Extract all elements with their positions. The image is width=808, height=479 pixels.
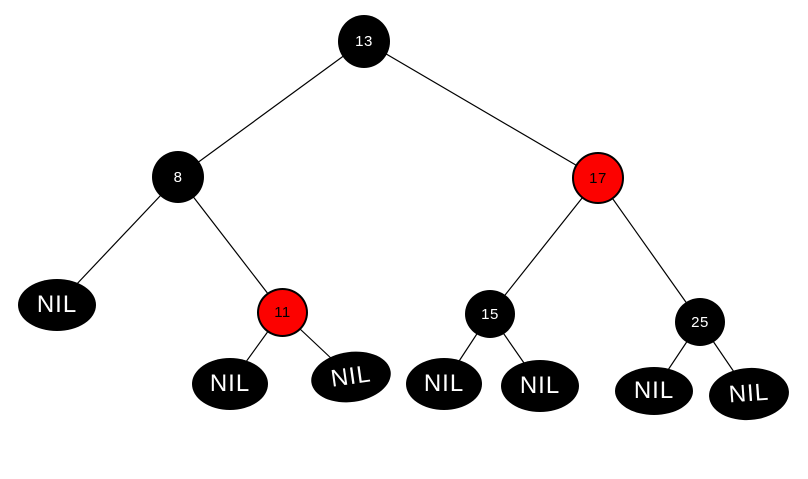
tree-node-11: 11 [257,288,308,337]
tree-node-15: 15 [465,290,515,338]
node-value-nil: NIL [519,372,561,399]
node-value-8: 8 [173,168,183,186]
node-value-13: 13 [355,33,373,50]
tree-node-17: 17 [572,152,624,204]
tree-node-nil-right-of-15: NIL [501,360,579,412]
tree-node-8: 8 [152,151,204,203]
node-value-11: 11 [274,304,291,321]
node-value-nil: NIL [423,370,465,397]
edge-8-11 [177,176,283,313]
node-value-nil: NIL [36,291,78,318]
node-value-nil: NIL [633,377,675,404]
edge-13-17 [363,40,599,179]
node-value-nil: NIL [727,378,771,409]
node-value-17: 17 [589,169,607,187]
tree-node-nil-left-of-25: NIL [615,367,693,415]
edge-17-25 [597,177,701,323]
tree-node-25: 25 [675,298,725,346]
node-value-nil: NIL [209,370,251,397]
edge-17-15 [489,177,599,315]
node-value-nil: NIL [329,360,373,393]
node-value-25: 25 [691,313,709,331]
tree-node-nil-left-of-11: NIL [192,358,268,410]
tree-node-13: 13 [338,15,390,68]
tree-node-nil-left-of-15: NIL [406,358,482,410]
tree-node-nil-left-of-8: NIL [18,279,96,331]
edge-13-8 [177,40,365,178]
node-value-15: 15 [481,305,499,323]
